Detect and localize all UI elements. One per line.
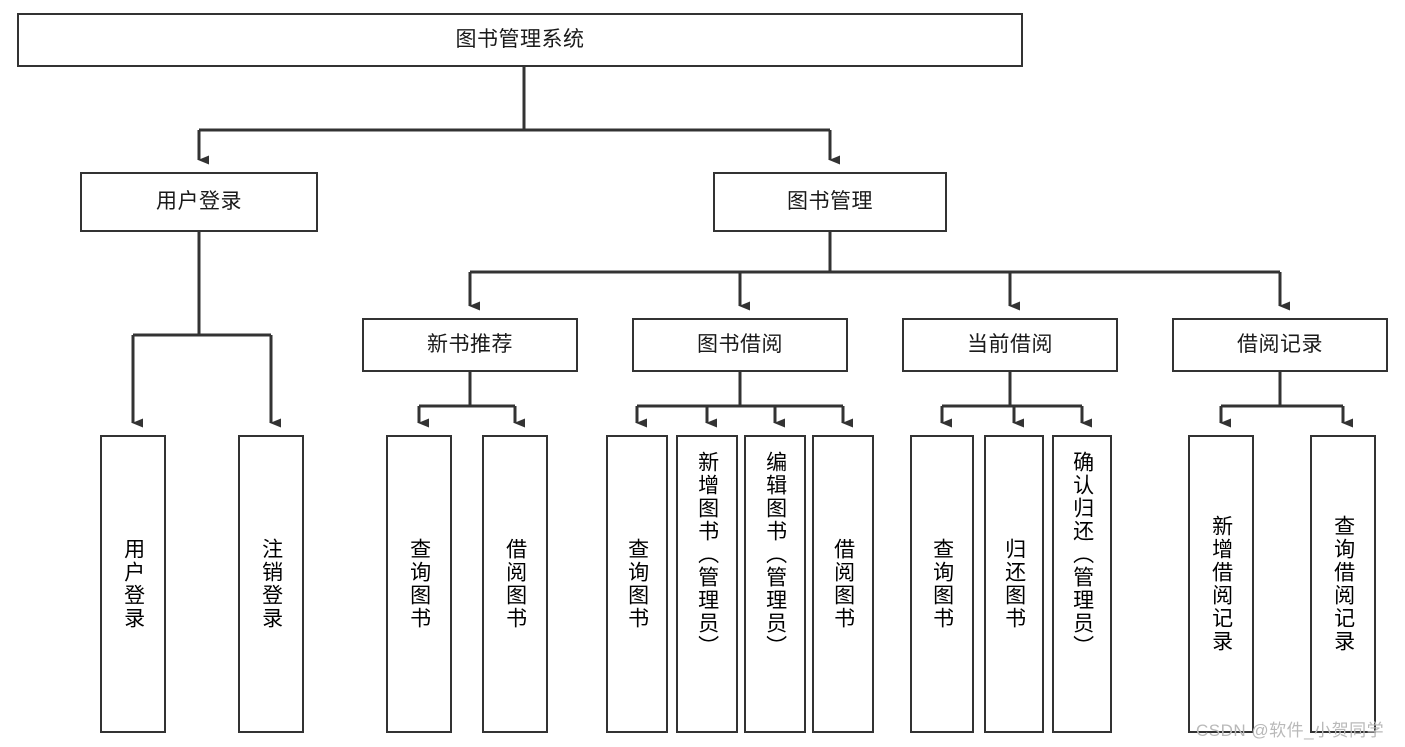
leaf-label: 注销登录: [259, 538, 283, 630]
node-book-borrow[interactable]: 图书借阅: [632, 318, 848, 372]
leaf-label: 查询图书: [930, 538, 954, 630]
leaf-label: 查询图书: [625, 538, 649, 630]
node-label: 图书管理: [787, 189, 873, 213]
leaf-user-login[interactable]: 用户登录: [100, 435, 166, 733]
edge-group-borrow-record: [1219, 372, 1353, 428]
leaf-confirm-return-admin[interactable]: 确认归还（管理员）: [1052, 435, 1112, 733]
node-new-book-recommend[interactable]: 新书推荐: [362, 318, 578, 372]
leaf-label: 确认归还（管理员）: [1070, 451, 1094, 658]
leaf-return-book[interactable]: 归还图书: [984, 435, 1044, 733]
edge-group-root: [197, 67, 840, 165]
leaf-label: 新增借阅记录: [1209, 515, 1233, 653]
edge-group-book-manage: [468, 232, 1290, 311]
node-user-login[interactable]: 用户登录: [80, 172, 318, 232]
edge-group-current-borrow: [940, 372, 1092, 428]
node-label: 借阅记录: [1237, 332, 1323, 356]
node-label: 图书管理系统: [455, 27, 585, 51]
leaf-add-book-admin[interactable]: 新增图书（管理员）: [676, 435, 738, 733]
leaf-label: 新增图书（管理员）: [695, 451, 719, 658]
leaf-borrow-book-recommend[interactable]: 借阅图书: [482, 435, 548, 733]
leaf-label: 归还图书: [1002, 538, 1026, 630]
leaf-label: 借阅图书: [503, 538, 527, 630]
node-borrow-record[interactable]: 借阅记录: [1172, 318, 1388, 372]
leaf-label: 用户登录: [121, 538, 145, 630]
leaf-label: 借阅图书: [831, 538, 855, 630]
leaf-add-borrow-record[interactable]: 新增借阅记录: [1188, 435, 1254, 733]
node-book-management[interactable]: 图书管理: [713, 172, 947, 232]
edge-group-user-login: [131, 232, 281, 428]
node-label: 图书借阅: [697, 332, 783, 356]
edge-group-book-borrow: [635, 372, 853, 428]
leaf-label: 查询图书: [407, 538, 431, 630]
node-label: 当前借阅: [967, 332, 1053, 356]
leaf-query-book-current[interactable]: 查询图书: [910, 435, 974, 733]
node-label: 用户登录: [156, 189, 242, 213]
node-current-borrow[interactable]: 当前借阅: [902, 318, 1118, 372]
leaf-query-book-borrow[interactable]: 查询图书: [606, 435, 668, 733]
leaf-logout[interactable]: 注销登录: [238, 435, 304, 733]
edge-group-new-book-recommend: [417, 372, 525, 428]
node-label: 新书推荐: [427, 332, 513, 356]
node-root-book-management-system[interactable]: 图书管理系统: [17, 13, 1023, 67]
leaf-borrow-book[interactable]: 借阅图书: [812, 435, 874, 733]
leaf-query-borrow-record[interactable]: 查询借阅记录: [1310, 435, 1376, 733]
leaf-query-book-recommend[interactable]: 查询图书: [386, 435, 452, 733]
leaf-edit-book-admin[interactable]: 编辑图书（管理员）: [744, 435, 806, 733]
leaf-label: 编辑图书（管理员）: [763, 451, 787, 658]
leaf-label: 查询借阅记录: [1331, 515, 1355, 653]
